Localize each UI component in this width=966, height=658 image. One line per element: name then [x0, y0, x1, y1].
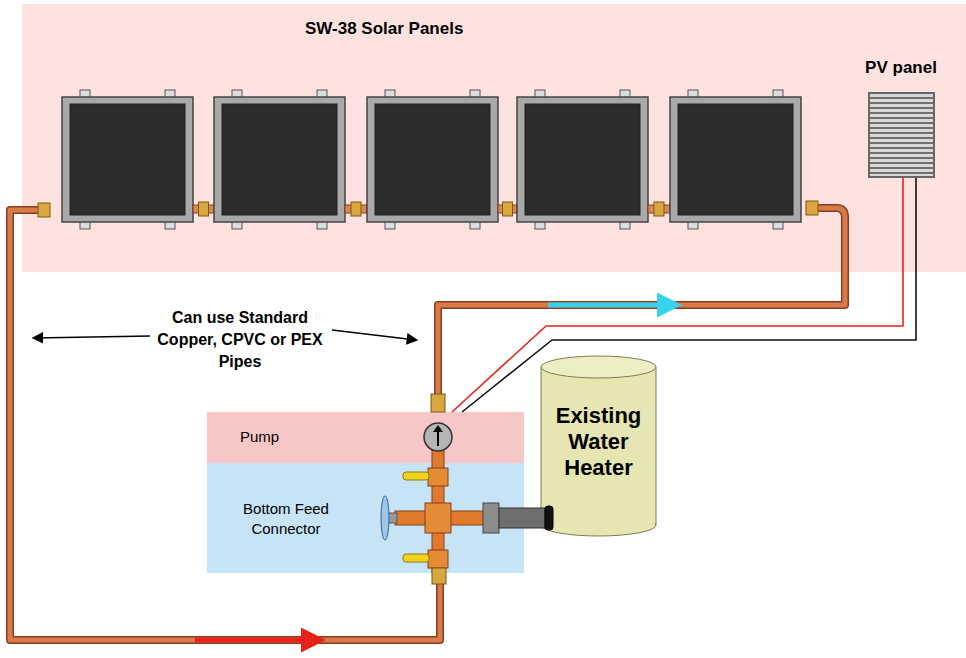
pipe-core: [10, 210, 440, 640]
fitting-stack-part: [403, 472, 429, 480]
label-holder: Can use Standard Copper, CPVC or PEX Pip…: [150, 307, 330, 373]
water-heater: Existing Water Heater: [540, 355, 657, 537]
solar-panel: [517, 90, 670, 229]
solar-panel-part: [222, 104, 337, 215]
pipe-outline: [438, 272, 845, 412]
solar-panel-part: [678, 104, 793, 215]
node-text: Pump: [240, 428, 279, 445]
fitting-stack-part: [425, 503, 451, 533]
solar-panel-part: [199, 202, 209, 216]
solar-panel: [670, 90, 801, 229]
fitting-stack-part: [499, 508, 545, 528]
pipe-core: [438, 272, 845, 412]
fitting-stack-part: [433, 425, 443, 432]
solar-panel: [62, 90, 214, 229]
solar-panel-part: [654, 202, 664, 216]
pv-panel: PV panel: [856, 58, 946, 178]
solar-panel-array: [62, 90, 801, 229]
solar-panel-part: [351, 202, 361, 216]
solar-panel-part: [375, 104, 490, 215]
pv-wire: [452, 178, 903, 412]
fitting-stack-part: [424, 423, 452, 451]
pipe-note: Can use Standard Copper, CPVC or PEX Pip…: [150, 307, 330, 373]
static-pipe: [22, 201, 845, 272]
pipe-connector: [10, 210, 440, 640]
fitting-stack-part: [483, 503, 499, 533]
fitting-stack-part: [428, 550, 448, 568]
pv-panel-face: [868, 92, 935, 178]
fitting-stack-part: [545, 506, 553, 530]
solar-panel-part: [525, 104, 640, 215]
solar-panel-part: [503, 202, 513, 216]
solar-panel: [214, 90, 367, 229]
solar-panel-part: [517, 97, 648, 222]
static-pipe-part: [818, 208, 845, 272]
leader-arrow-part: [34, 336, 150, 338]
pipe-outline: [10, 210, 440, 640]
heater-body: [541, 367, 656, 525]
pipe-connector: [452, 178, 916, 412]
node-text: Existing Water Heater: [540, 403, 657, 481]
edge-layer: [10, 178, 916, 640]
static-pipe-part: [38, 203, 50, 217]
fitting-stack-part: [381, 496, 389, 540]
fitting-stack-part: [437, 430, 439, 446]
solar-panel-part: [214, 97, 345, 222]
heater-top: [541, 356, 656, 378]
pump-band: Pump: [207, 412, 524, 463]
solar-panel-part: [670, 97, 801, 222]
node-text: Bottom Feed Connector: [221, 499, 351, 539]
static-pipe-part: [818, 208, 845, 272]
fitting-stack-part: [431, 394, 445, 412]
solar-panel-part: [367, 97, 498, 222]
node-text: SW-38 Solar Panels: [305, 19, 463, 39]
node-text: PV panel: [856, 58, 946, 78]
solar-panel-part: [70, 104, 185, 215]
heater-side: [541, 367, 656, 525]
fitting-stack-part: [403, 554, 429, 562]
fitting-stack: [381, 394, 553, 584]
fitting-stack-part: [428, 468, 448, 486]
static-pipe-part: [806, 201, 818, 215]
pipe-connector: [438, 272, 845, 412]
flow-arrow: [195, 638, 316, 643]
pv-wire: [462, 178, 916, 412]
solar-panel-part: [62, 97, 193, 222]
fitting-stack-part: [432, 568, 446, 584]
leader-arrow-part: [332, 330, 416, 340]
flow-arrow: [548, 303, 672, 308]
solar-panel: [367, 90, 517, 229]
